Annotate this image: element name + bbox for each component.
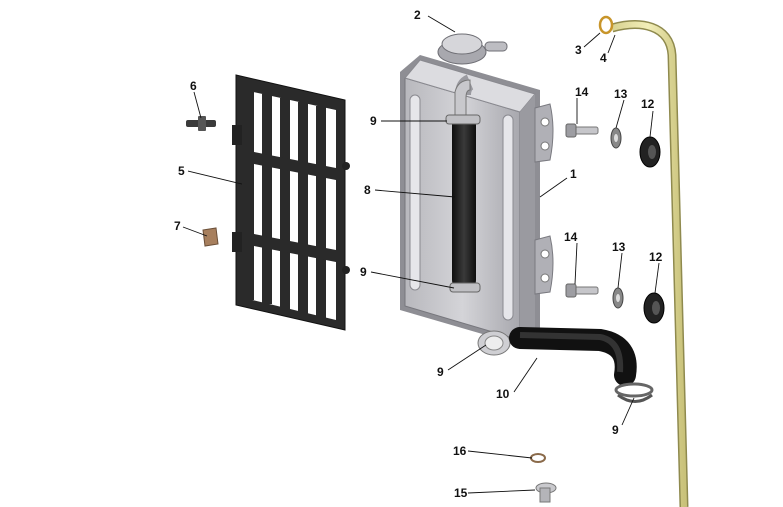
callout-9-middle: 9: [360, 265, 367, 279]
leader-lines: [182, 15, 660, 494]
callout-14-upper: 14: [575, 85, 589, 99]
callout-13-lower: 13: [612, 240, 626, 254]
callout-9-upper: 9: [370, 114, 377, 128]
washer: [610, 127, 622, 149]
callout-1: 1: [570, 167, 577, 181]
callout-13-upper: 13: [614, 87, 628, 101]
callout-6: 6: [190, 79, 197, 93]
radiator-core: [400, 55, 554, 345]
hose-clamp: [614, 382, 654, 403]
radiator-hose-lower: [509, 327, 637, 386]
callout-4: 4: [600, 51, 607, 65]
callout-9-clamp: 9: [612, 423, 619, 437]
grille-bracket: [202, 227, 219, 247]
callout-10: 10: [496, 387, 510, 401]
radiator-grille: [232, 74, 350, 331]
mounting-bolt: [565, 283, 599, 298]
callout-7: 7: [174, 219, 181, 233]
callout-3: 3: [575, 43, 582, 57]
rubber-grommet: [643, 292, 665, 324]
callout-14-lower: 14: [564, 230, 578, 244]
tube-clamp: [598, 15, 614, 35]
overflow-tube: [610, 20, 689, 507]
callout-8: 8: [364, 183, 371, 197]
radiator-hose-upper: [445, 74, 481, 293]
callout-9-outlet: 9: [437, 365, 444, 379]
grille-bolt: [186, 116, 216, 131]
callout-2: 2: [414, 8, 421, 22]
radiator-cap: [437, 33, 508, 65]
callout-16: 16: [453, 444, 467, 458]
callout-5: 5: [178, 164, 185, 178]
rubber-grommet: [639, 136, 661, 168]
callout-15: 15: [454, 486, 468, 500]
washer: [612, 287, 624, 309]
o-ring: [530, 453, 546, 463]
mounting-bolt: [565, 123, 599, 138]
outlet-fitting: [477, 330, 511, 356]
callout-12-lower: 12: [649, 250, 663, 264]
callout-12-upper: 12: [641, 97, 655, 111]
drain-fitting: [535, 482, 557, 503]
